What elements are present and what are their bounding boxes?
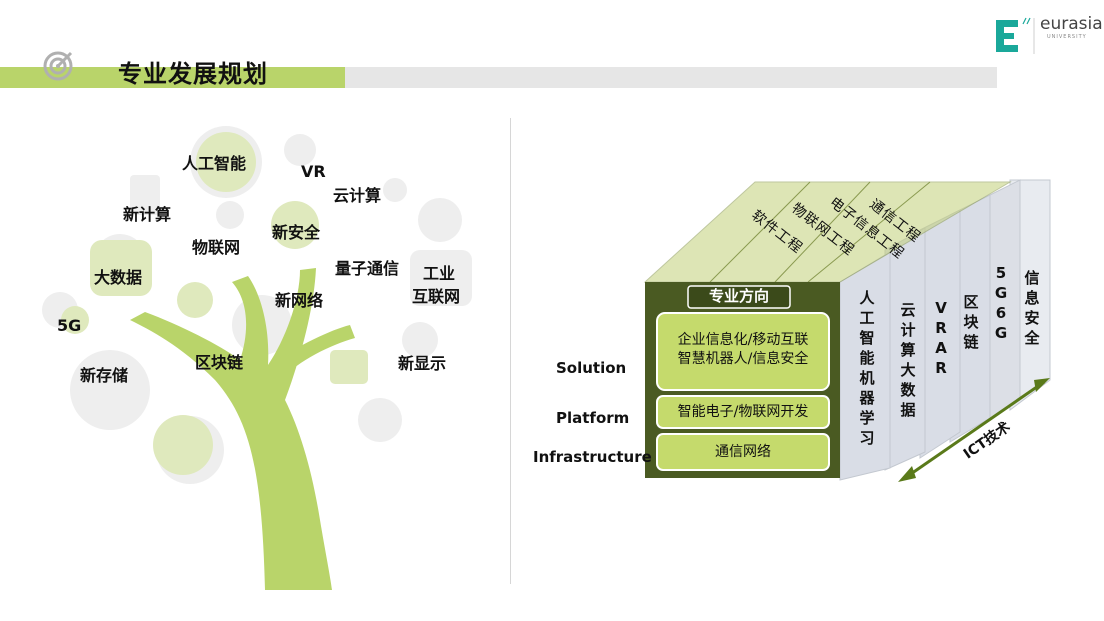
title-gray-bar — [345, 67, 997, 88]
tree-word: 量子通信 — [335, 259, 400, 278]
tree-word: 新网络 — [275, 291, 324, 310]
column-label: 人工智能 机器学习 — [859, 289, 875, 447]
tree-word: 区块链 — [195, 353, 244, 372]
page-title: 专业发展规划 — [118, 60, 268, 88]
layer-label-infrastructure: Infrastructure — [533, 448, 652, 466]
column-label: 5G 6G — [994, 264, 1008, 342]
tree-word: 5G — [57, 316, 82, 335]
tree-word: 新存储 — [80, 366, 129, 385]
platform-text: 智能电子/物联网开发 — [677, 404, 809, 420]
solution-line-1: 企业信息化/移动互联 — [677, 332, 809, 348]
front-title: 专业方向 — [708, 287, 769, 305]
tree-word: 云计算 — [333, 186, 382, 205]
tree-word: 工业 — [423, 264, 456, 283]
vertical-divider — [510, 118, 511, 584]
tree-word: 人工智能 — [182, 154, 247, 173]
column-label: VR AR — [935, 299, 947, 377]
title-accent-bar — [0, 67, 345, 88]
solution-line-2: 智慧机器人/信息安全 — [677, 351, 809, 367]
tree-word: 新计算 — [123, 205, 172, 224]
tree-word: 大数据 — [94, 268, 143, 287]
tree-word: 新安全 — [272, 223, 321, 242]
tree-word: VR — [301, 162, 326, 181]
eurasia-logo — [996, 17, 1035, 54]
infra-text: 通信网络 — [715, 444, 771, 460]
tree-word: 新显示 — [398, 354, 447, 373]
tree-word: 物联网 — [192, 238, 241, 257]
layer-label-solution: Solution — [556, 359, 627, 377]
column-label: 区块链 — [963, 293, 979, 351]
column-label: 云计算 大数据 — [900, 301, 916, 419]
logo-subtitle: UNIVERSITY — [1047, 34, 1087, 40]
layer-label-platform: Platform — [556, 409, 630, 427]
layer-cube-diagram — [643, 179, 1051, 482]
column-label: 信息安全 — [1024, 269, 1040, 347]
logo-wordmark: eurasia — [1040, 14, 1103, 34]
tree-word: 互联网 — [412, 287, 461, 306]
tree-illustration — [42, 126, 472, 590]
target-icon — [43, 51, 73, 81]
